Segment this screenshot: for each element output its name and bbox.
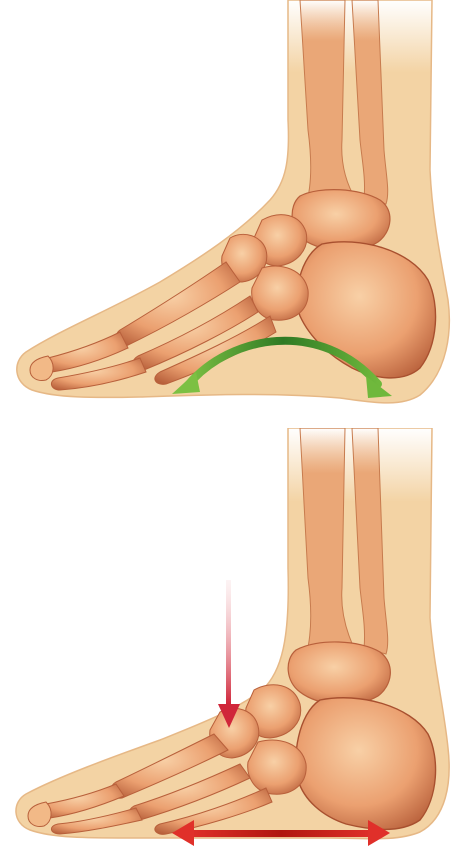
normal-arch-panel — [0, 0, 454, 428]
down-arrow-icon — [226, 580, 231, 704]
normal-foot-illustration — [0, 0, 454, 428]
cuboid-bone — [252, 266, 308, 320]
flat-foot-panel — [0, 428, 454, 856]
flat-foot-illustration — [0, 428, 454, 856]
straight-double-arrow-icon — [188, 830, 374, 837]
cuboid-bone — [248, 740, 306, 794]
